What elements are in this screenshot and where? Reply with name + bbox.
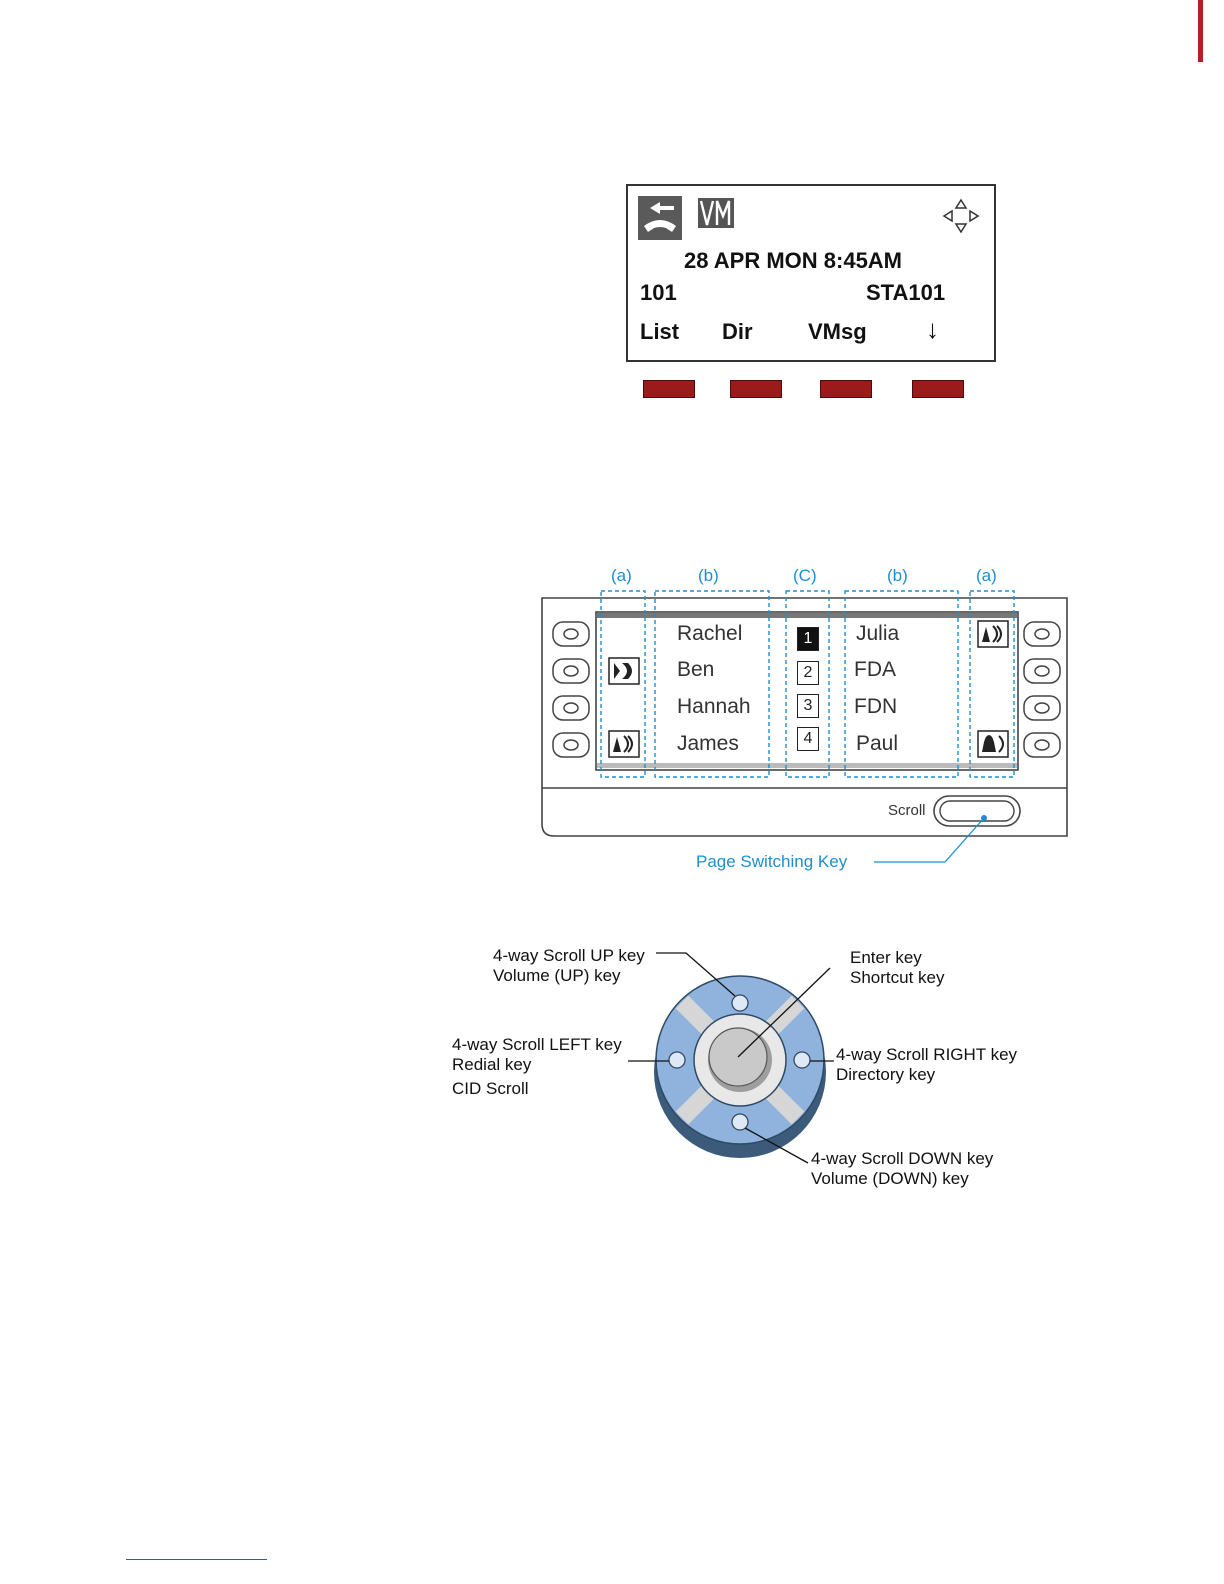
- lcd-display: 28 APR MON 8:45AM 101 STA101 List Dir VM…: [626, 184, 996, 362]
- lcd-datetime: 28 APR MON 8:45AM: [684, 248, 903, 273]
- column-group-c: [785, 590, 830, 778]
- softkey-button-3[interactable]: [820, 380, 872, 398]
- column-group-b-left: [654, 590, 770, 778]
- page-indicator-2: 2: [797, 661, 819, 685]
- name-left-3: Hannah: [677, 695, 751, 718]
- name-left-2: Ben: [677, 658, 715, 681]
- scroll-left-key: [668, 1051, 686, 1069]
- panel-display-bottom-bar: [597, 763, 1017, 768]
- scroll-right-key: [793, 1051, 811, 1069]
- name-right-2: FDA: [854, 658, 896, 681]
- busy-line-icon: [608, 657, 640, 685]
- column-group-a-right: [969, 590, 1015, 778]
- page-indicator-1: 1: [797, 627, 819, 651]
- bell-line-icon: [977, 730, 1009, 758]
- column-label-a-left: (a): [611, 566, 632, 585]
- page-edge-bar: [1198, 0, 1203, 62]
- navigation-arrows-icon: [942, 198, 980, 234]
- scroll-key-inner: [939, 800, 1015, 822]
- ringing-line-icon-right: [977, 620, 1009, 648]
- name-right-1: Julia: [856, 622, 900, 645]
- scroll-down-key: [731, 1113, 749, 1131]
- column-label-a-right: (a): [976, 566, 997, 585]
- panel-display-top-bar: [597, 613, 1017, 618]
- scroll-up-key: [731, 994, 749, 1012]
- name-left-1: Rachel: [677, 622, 743, 645]
- lcd-softkey-label-list: List: [640, 319, 680, 344]
- name-left-4: James: [677, 732, 739, 755]
- voicemail-icon: [698, 198, 734, 228]
- scroll-label: Scroll: [888, 802, 926, 819]
- column-group-b-right: [844, 590, 959, 778]
- softkey-button-2[interactable]: [730, 380, 782, 398]
- ringing-line-icon-left: [608, 730, 640, 758]
- lcd-softkey-label-more: ↓: [926, 314, 939, 344]
- page-switch-callout-line: [874, 817, 985, 863]
- handset-icon: [638, 196, 682, 240]
- leader-up: [656, 952, 736, 997]
- page-indicator-4: 4: [797, 727, 819, 751]
- leader-down: [744, 1127, 809, 1164]
- lcd-station: STA101: [866, 280, 946, 305]
- lcd-softkey-label-dir: Dir: [722, 319, 753, 344]
- name-right-4: Paul: [856, 732, 899, 755]
- flex-panel-drawing: [541, 590, 1068, 863]
- column-group-a-left: [600, 590, 646, 778]
- nav-key-drawing: [628, 952, 834, 1164]
- softkey-button-1[interactable]: [643, 380, 695, 398]
- leader-enter: [737, 967, 831, 1058]
- column-label-b-left: (b): [698, 566, 719, 585]
- name-right-3: FDN: [854, 695, 898, 718]
- lcd-extension: 101: [640, 280, 677, 305]
- lcd-softkey-label-vmsg: VMsg: [808, 319, 867, 344]
- page-indicator-3: 3: [797, 694, 819, 718]
- page-switch-label: Page Switching Key: [696, 852, 848, 871]
- softkey-button-4[interactable]: [912, 380, 964, 398]
- column-label-b-right: (b): [887, 566, 908, 585]
- footnote-rule: [126, 1559, 267, 1560]
- column-label-c: (C): [793, 566, 817, 585]
